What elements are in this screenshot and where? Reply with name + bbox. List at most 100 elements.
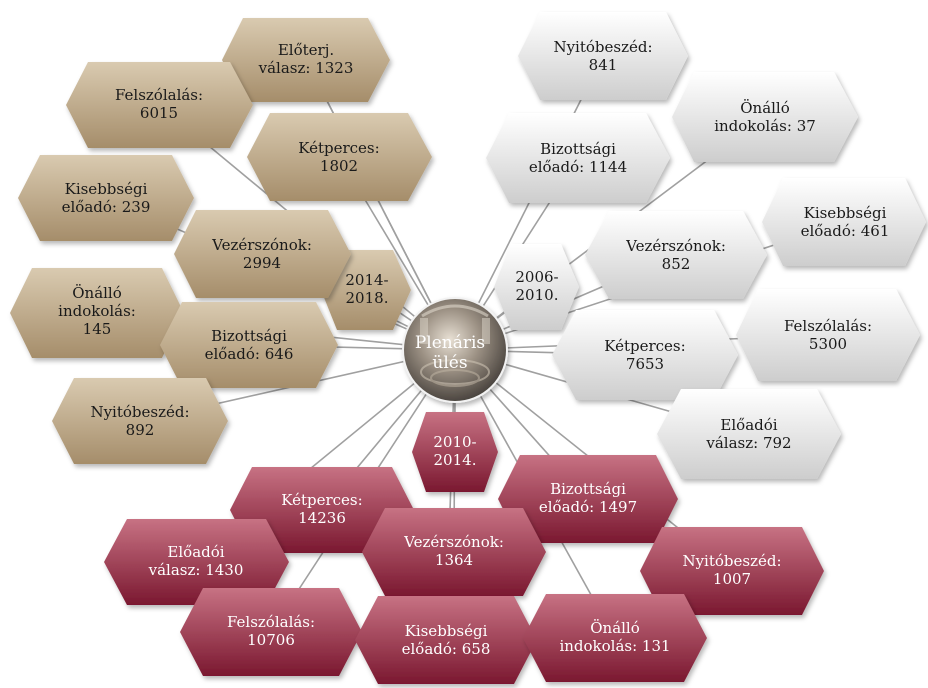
year-label-line2: 2014. (434, 451, 477, 469)
node-tan-vezerszonok: Vezérszónok: 2994 (174, 210, 351, 298)
node-grey-vezerszonok: Vezérszónok: 852 (585, 211, 767, 299)
node-label-line2: 892 (126, 421, 155, 439)
node-label-line1: Nyitóbeszéd: (90, 403, 189, 421)
node-label-line2: válasz: 792 (705, 434, 791, 452)
node-grey-bizottsagi-eloado: Bizottsági előadó: 1144 (486, 113, 670, 203)
node-label-line2: 1802 (320, 157, 358, 175)
node-label-line2: előadó: 646 (205, 345, 294, 363)
node-label-line1: Előadói (720, 416, 777, 434)
hexagon (247, 113, 432, 201)
node-label-line2: indokolás: 131 (559, 637, 670, 655)
node-label-line1: Kétperces: (604, 337, 685, 355)
node-label-line2: előadó: 658 (402, 640, 491, 658)
hexagon (174, 210, 351, 298)
hexagon (657, 389, 841, 479)
node-red-onallo-indokolas: Önálló indokolás: 131 (523, 594, 707, 682)
node-label-line2: 6015 (140, 104, 178, 122)
hexagon (362, 508, 546, 596)
hexagon (18, 155, 194, 241)
node-label-line2: 2994 (243, 254, 281, 272)
hexagon (52, 378, 228, 464)
node-grey-kisebbsegi-eloado: Kisebbségi előadó: 461 (762, 178, 926, 266)
node-label-line1: Bizottsági (540, 140, 616, 158)
node-label-line1: Kisebbségi (804, 204, 887, 222)
node-label-line2: indokolás: (58, 302, 136, 320)
node-label-line2: 5300 (809, 335, 847, 353)
node-label-line1: Bizottsági (550, 480, 626, 498)
node-tan-elotterj-valasz: Előterj. válasz: 1323 (222, 18, 390, 102)
node-label-line2: válasz: 1430 (148, 561, 244, 579)
hexagon (523, 594, 707, 682)
node-label-line2: 14236 (298, 509, 346, 527)
year-label-line1: 2006- (515, 268, 558, 286)
hexagon (736, 289, 920, 381)
node-label-line2: 1364 (435, 551, 473, 569)
node-grey-nyitobeszed: Nyitóbeszéd: 841 (518, 12, 688, 100)
node-label-line2: előadó: 1144 (529, 158, 627, 176)
node-label-line1: Nyitóbeszéd: (682, 552, 781, 570)
hexagon (104, 519, 289, 605)
node-red-bizottsagi-eloado: Bizottsági előadó: 1497 (498, 455, 678, 543)
hexagon (518, 12, 688, 100)
hexagon (552, 310, 738, 400)
node-tan-felszolalas: Felszólalás: 6015 (66, 62, 253, 148)
node-label-line1: Előterj. (278, 41, 334, 59)
node-red-nyitobeszed: Nyitóbeszéd: 1007 (640, 527, 824, 615)
node-label-line2: 7653 (626, 355, 664, 373)
node-label-line3: 145 (83, 320, 112, 338)
node-label-line1: Vezérszónok: (625, 237, 726, 255)
hexagon (160, 302, 338, 388)
node-grey-eloadoi-valasz: Előadói válasz: 792 (657, 389, 841, 479)
node-label-line1: Kétperces: (298, 139, 379, 157)
hexagon (640, 527, 824, 615)
hexagon (222, 18, 390, 102)
node-label-line1: Önálló (590, 619, 640, 637)
year-label-line1: 2014- (345, 271, 388, 289)
hexagon (762, 178, 926, 266)
node-tan-bizottsagi-eloado: Bizottsági előadó: 646 (160, 302, 338, 388)
node-label-line1: Vezérszónok: (403, 533, 504, 551)
node-label-line2: 841 (589, 56, 618, 74)
node-grey-felszolalas: Felszólalás: 5300 (736, 289, 920, 381)
node-label-line1: Bizottsági (211, 327, 287, 345)
parliament-hall-image (420, 304, 490, 387)
node-label-line2: előadó: 1497 (539, 498, 637, 516)
center-label-line2: ülés (432, 353, 467, 373)
hexagon (180, 588, 362, 676)
node-label-line2: 852 (662, 255, 691, 273)
year-hexagon-2014-2018 (321, 250, 411, 330)
node-label-line2: előadó: 461 (801, 222, 890, 240)
center-circle (402, 297, 508, 403)
node-label-line2: válasz: 1323 (258, 59, 354, 77)
node-tan-ketperces: Kétperces: 1802 (247, 113, 432, 201)
node-grey-onallo-indokolas: Önálló indokolás: 37 (672, 72, 858, 162)
node-label-line2: 10706 (247, 631, 295, 649)
year-node-2006-2010: 2006- 2010. (494, 244, 579, 330)
year-hexagon-2010-2014 (412, 412, 498, 492)
hexagon (230, 467, 414, 553)
node-red-ketperces: Kétperces: 14236 (230, 467, 414, 553)
center-node: Plenáris ülés (402, 297, 508, 403)
hexagon (672, 72, 858, 162)
node-tan-nyitobeszed: Nyitóbeszéd: 892 (52, 378, 228, 464)
hexagon (10, 268, 184, 358)
year-label-line2: 2010. (516, 286, 559, 304)
connector-line (305, 59, 456, 351)
node-label-line1: Felszólalás: (227, 613, 315, 631)
hexagon (355, 596, 537, 684)
year-node-2014-2018: 2014- 2018. (321, 250, 411, 330)
node-label-line1: Vezérszónok: (211, 236, 312, 254)
node-label-line1: Kisebbségi (405, 622, 488, 640)
hexagon (66, 62, 253, 148)
year-layer: 2014- 2018. 2006- 2010. (321, 244, 579, 330)
node-label-line1: Önálló (72, 284, 122, 302)
node-red-vezerszonok: Vezérszónok: 1364 (362, 508, 546, 596)
node-grey-ketperces: Kétperces: 7653 (552, 310, 738, 400)
node-label-line1: Kétperces: (281, 491, 362, 509)
node-red-felszolalas: Felszólalás: 10706 (180, 588, 362, 676)
hexagon (486, 113, 670, 203)
node-tan-onallo-indokolas: Önálló indokolás: 145 (10, 268, 184, 358)
year-hexagon-2006-2010 (494, 244, 579, 330)
